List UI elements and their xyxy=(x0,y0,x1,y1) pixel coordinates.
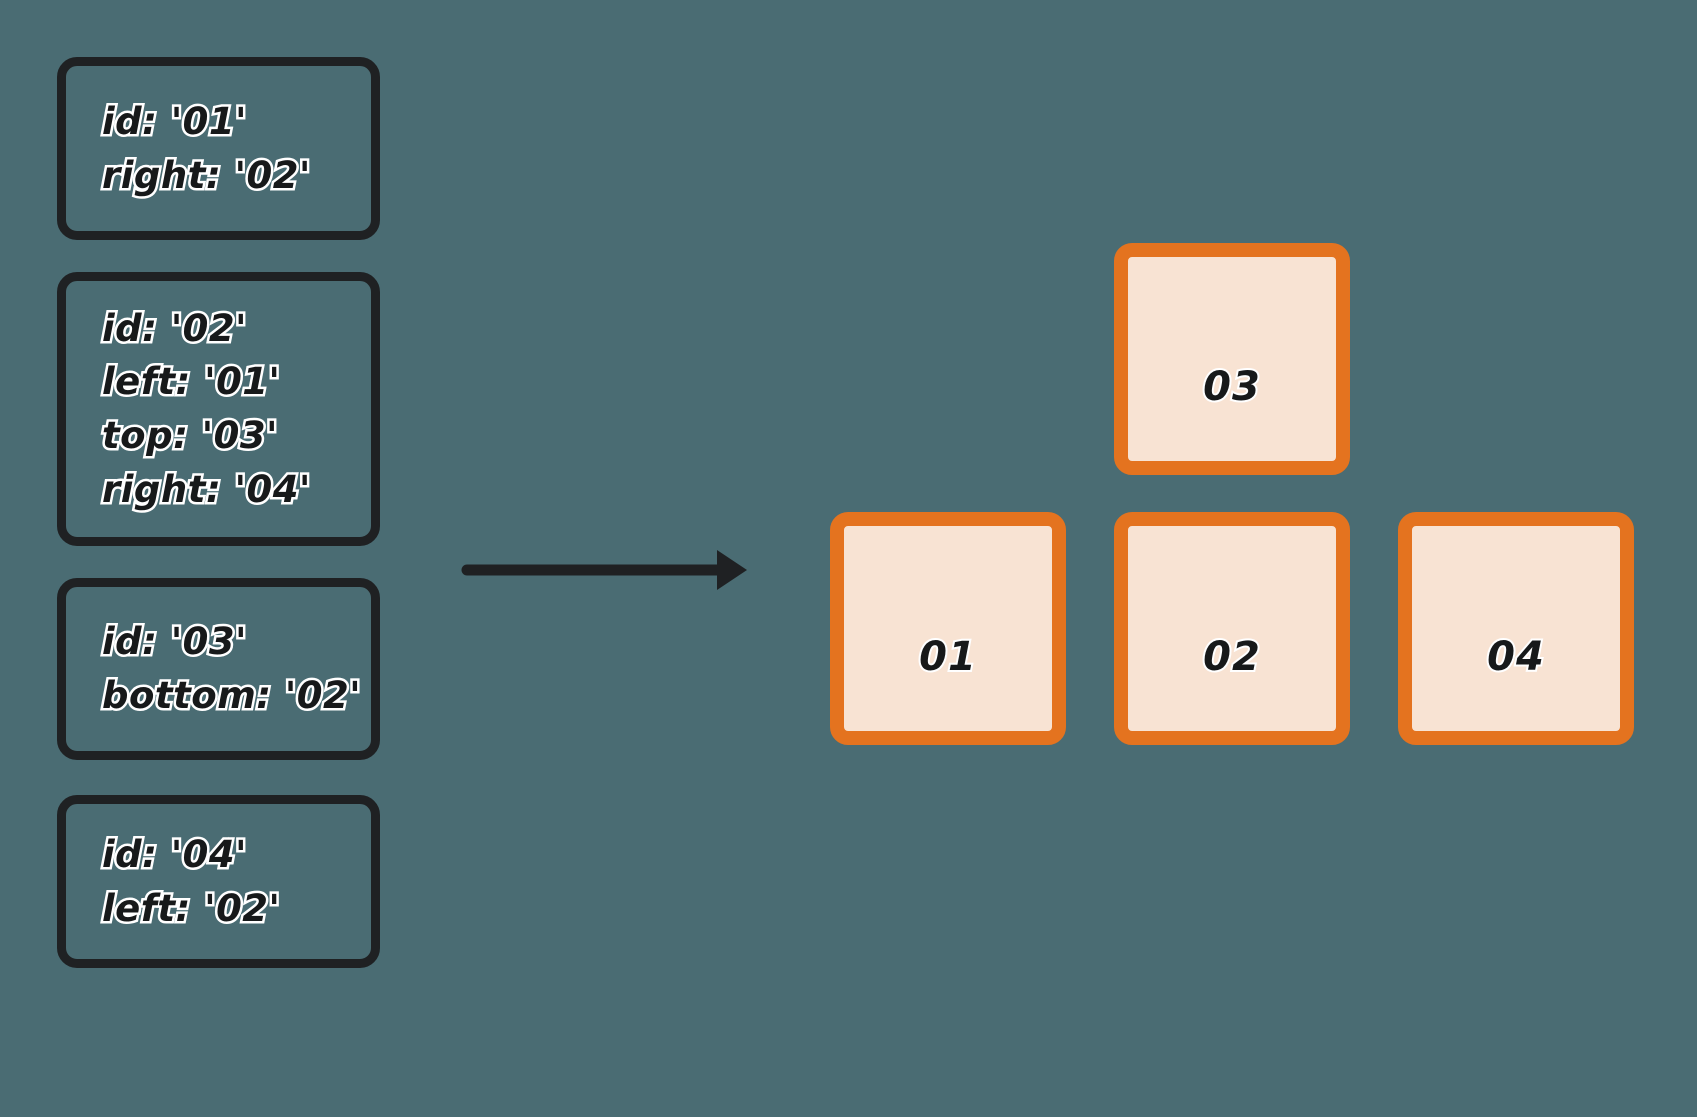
node-definition-box-04: id: '04' left: '02' xyxy=(57,795,380,968)
node-line: left: '02' xyxy=(100,884,283,932)
layout-tile-label: 02 xyxy=(1201,632,1262,682)
layout-tile-04[interactable]: 04 xyxy=(1398,512,1634,745)
layout-tile-label: 03 xyxy=(1201,362,1262,412)
node-line: id: '01' xyxy=(100,97,250,145)
layout-tile-02[interactable]: 02 xyxy=(1114,512,1350,745)
layout-tile-01[interactable]: 01 xyxy=(830,512,1066,745)
node-line: id: '04' xyxy=(100,830,250,878)
layout-tile-label: 01 xyxy=(917,632,978,682)
node-definition-box-03: id: '03' bottom: '02' xyxy=(57,578,380,760)
node-line: left: '01' xyxy=(100,358,283,406)
node-line: bottom: '02' xyxy=(100,672,364,720)
node-line: id: '02' xyxy=(100,304,250,352)
node-line: right: '04' xyxy=(100,465,313,513)
node-line: id: '03' xyxy=(100,618,250,666)
node-line: top: '03' xyxy=(100,412,280,460)
layout-tile-03[interactable]: 03 xyxy=(1114,243,1350,475)
layout-tile-label: 04 xyxy=(1485,632,1546,682)
transform-arrow-icon xyxy=(461,550,747,590)
node-definition-box-01: id: '01' right: '02' xyxy=(57,57,380,240)
node-line: right: '02' xyxy=(100,151,313,199)
node-definition-box-02: id: '02' left: '01' top: '03' right: '04… xyxy=(57,272,380,546)
